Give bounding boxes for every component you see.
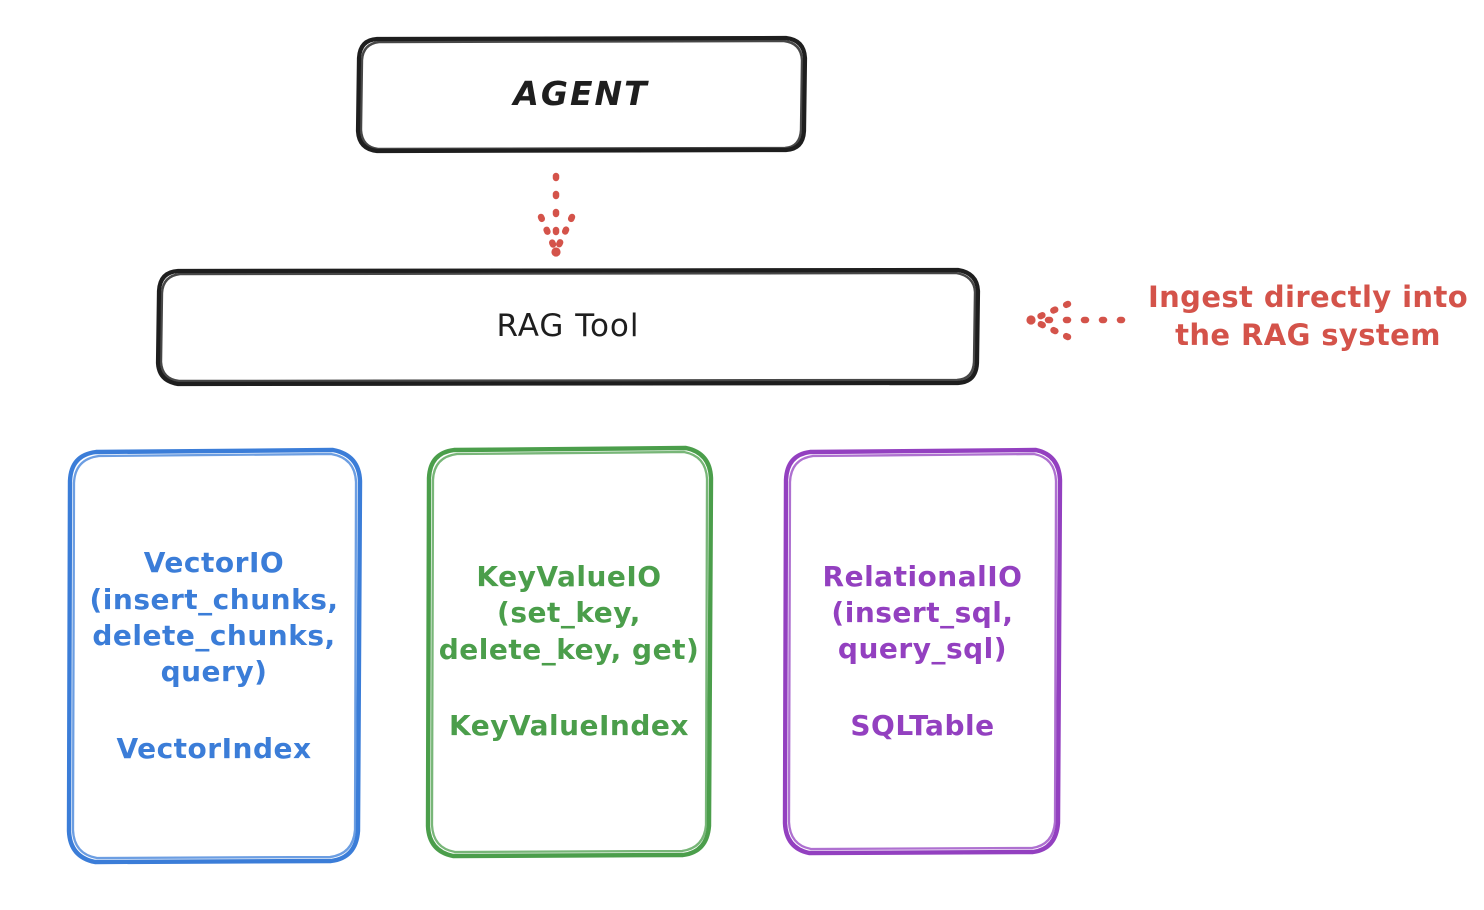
- connector-ingest-pointer: [1026, 300, 1126, 341]
- keyvalue-store-node-shape[interactable]: [425, 445, 714, 859]
- rag-tool-node-shape[interactable]: [155, 267, 981, 387]
- agent-node-shape[interactable]: [355, 35, 808, 154]
- vector-store-node-shape[interactable]: [66, 447, 363, 865]
- ingest-annotation-text: Ingest directly into the RAG system: [1147, 280, 1469, 353]
- connector-agent-to-ragtool: [537, 172, 576, 257]
- relational-store-node-shape[interactable]: [782, 447, 1063, 856]
